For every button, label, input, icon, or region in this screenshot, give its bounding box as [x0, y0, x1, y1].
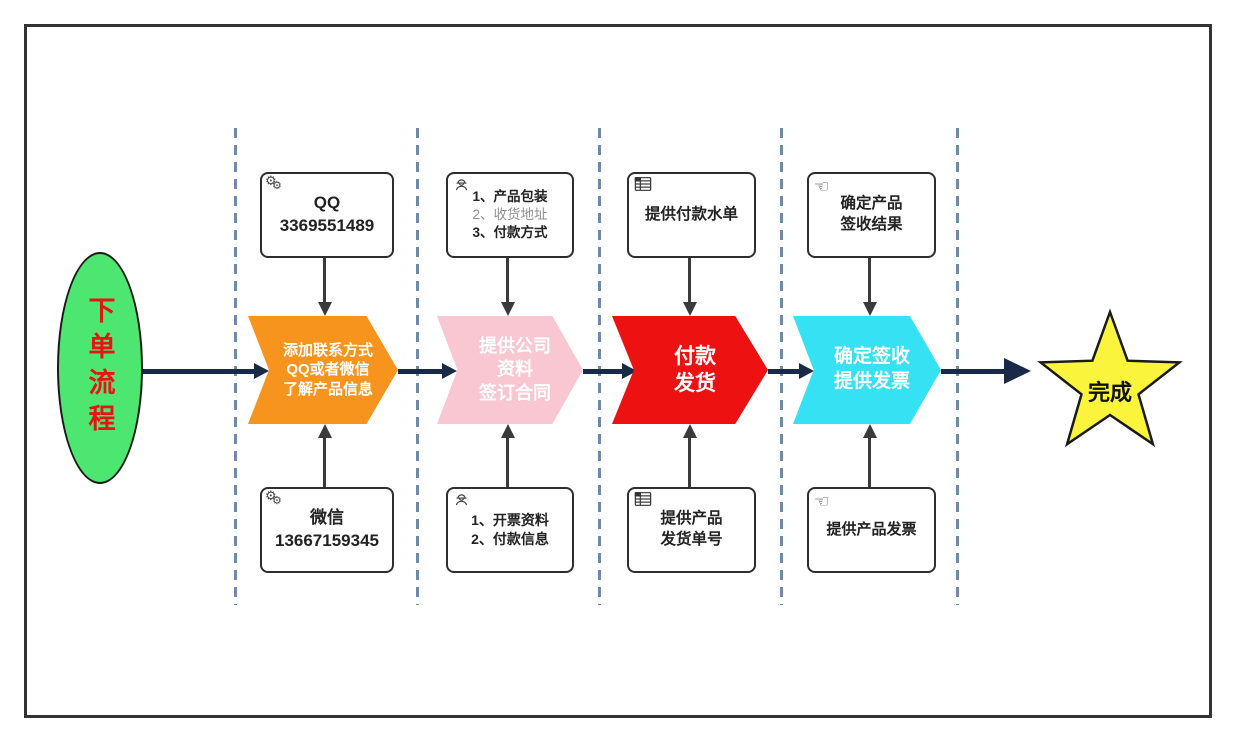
stage4-chevron-line: 提供发票: [833, 371, 910, 392]
flow-line-segment: [398, 369, 443, 374]
flow-arrowhead: [254, 363, 269, 379]
product-invoice-box: ☜ 提供产品发票: [807, 487, 936, 573]
info-item: 1、开票资料: [471, 512, 549, 529]
qq-number: 3369551489: [279, 216, 375, 235]
qq-contact-box: ⚙⚙ QQ 3369551489: [260, 172, 394, 258]
info-item: 3、付款方式: [472, 225, 548, 241]
info-item: 2、收货地址: [472, 206, 548, 222]
stage1-chevron-line: 添加联系方式: [282, 341, 373, 359]
connector-arrowhead-down: [501, 302, 515, 316]
connector-line: [688, 254, 691, 303]
dashed-separator: [416, 128, 419, 605]
diagram-border: [24, 24, 1212, 718]
stage3-chevron-line: 付款: [674, 344, 716, 368]
worker-icon: [453, 491, 470, 513]
table-icon: [634, 176, 652, 199]
connector-line: [688, 437, 691, 487]
invoice-info-box: 1、开票资料 2、付款信息: [446, 487, 574, 573]
dashed-separator: [598, 128, 601, 605]
product-invoice-label: 提供产品发票: [826, 520, 917, 538]
wechat-contact-box: ⚙⚙ 微信 13667159345: [260, 487, 394, 573]
stage1-chevron-line: 了解产品信息: [282, 380, 373, 398]
stage3-chevron: 付款 发货: [612, 316, 768, 424]
connector-line: [506, 437, 509, 487]
pointing-hand-icon: ☜: [814, 492, 830, 511]
finish-node: 完成: [1035, 303, 1185, 458]
shipping-number-box: 提供产品 发货单号: [627, 487, 756, 573]
wechat-number: 13667159345: [274, 531, 379, 550]
stage2-chevron: 提供公司 资料 签订合同: [437, 316, 583, 424]
star-shape: [1037, 308, 1183, 448]
connector-arrowhead-up: [683, 424, 697, 438]
table-icon: [634, 491, 652, 514]
stage1-chevron: 添加联系方式 QQ或者微信 了解产品信息: [248, 316, 398, 424]
stage2-chevron-line: 提供公司: [479, 335, 551, 356]
flow-line-segment: [138, 369, 255, 374]
dashed-separator: [956, 128, 959, 605]
start-node: 下单流程: [57, 252, 143, 484]
stage3-chevron-line: 发货: [674, 372, 716, 395]
wechat-label: 微信: [310, 508, 344, 528]
finish-node-label: 完成: [1087, 380, 1132, 405]
shipping-number-line: 发货单号: [660, 531, 723, 548]
payment-slip-label: 提供付款水单: [644, 205, 738, 223]
start-node-label: 下单流程: [84, 296, 115, 440]
connector-arrowhead-down: [318, 302, 332, 316]
flow-arrowhead-large: [1004, 358, 1031, 384]
dashed-separator: [780, 128, 783, 605]
connector-arrowhead-down: [683, 302, 697, 316]
receipt-confirm-line: 确定产品: [840, 195, 903, 213]
connector-line: [323, 437, 326, 487]
flow-arrowhead: [799, 363, 814, 379]
connector-line: [506, 254, 509, 303]
worker-icon: [453, 176, 470, 198]
stage2-chevron-line: 资料: [497, 359, 533, 380]
connector-arrowhead-up: [318, 424, 332, 438]
stage4-chevron-line: 确定签收: [833, 346, 910, 368]
flow-line-segment: [941, 369, 1005, 374]
connector-line: [868, 254, 871, 303]
info-item: 2、付款信息: [471, 531, 549, 547]
shipping-number-line: 提供产品: [660, 510, 723, 528]
company-info-box: 1、产品包装 2、收货地址 3、付款方式: [446, 172, 574, 258]
connector-arrowhead-up: [501, 424, 515, 438]
connector-line: [323, 254, 326, 303]
connector-line: [868, 437, 871, 487]
stage4-chevron: 确定签收 提供发票: [793, 316, 941, 424]
flow-line-segment: [583, 369, 623, 374]
stage1-chevron-line: QQ或者微信: [286, 361, 370, 379]
flow-line-segment: [768, 369, 800, 374]
gears-icon: ⚙⚙: [265, 173, 282, 192]
connector-arrowhead-up: [863, 424, 877, 438]
qq-label: QQ: [313, 193, 341, 213]
receipt-confirm-box: ☜ 确定产品 签收结果: [807, 172, 936, 258]
dashed-separator: [234, 128, 237, 605]
receipt-confirm-line: 签收结果: [840, 216, 903, 233]
gears-icon: ⚙⚙: [265, 488, 282, 507]
stage2-chevron-line: 签订合同: [479, 382, 551, 403]
flow-arrowhead: [442, 363, 457, 379]
payment-slip-box: 提供付款水单: [627, 172, 756, 258]
connector-arrowhead-down: [863, 302, 877, 316]
pointing-hand-icon: ☜: [814, 177, 830, 196]
info-item: 1、产品包装: [472, 188, 548, 204]
